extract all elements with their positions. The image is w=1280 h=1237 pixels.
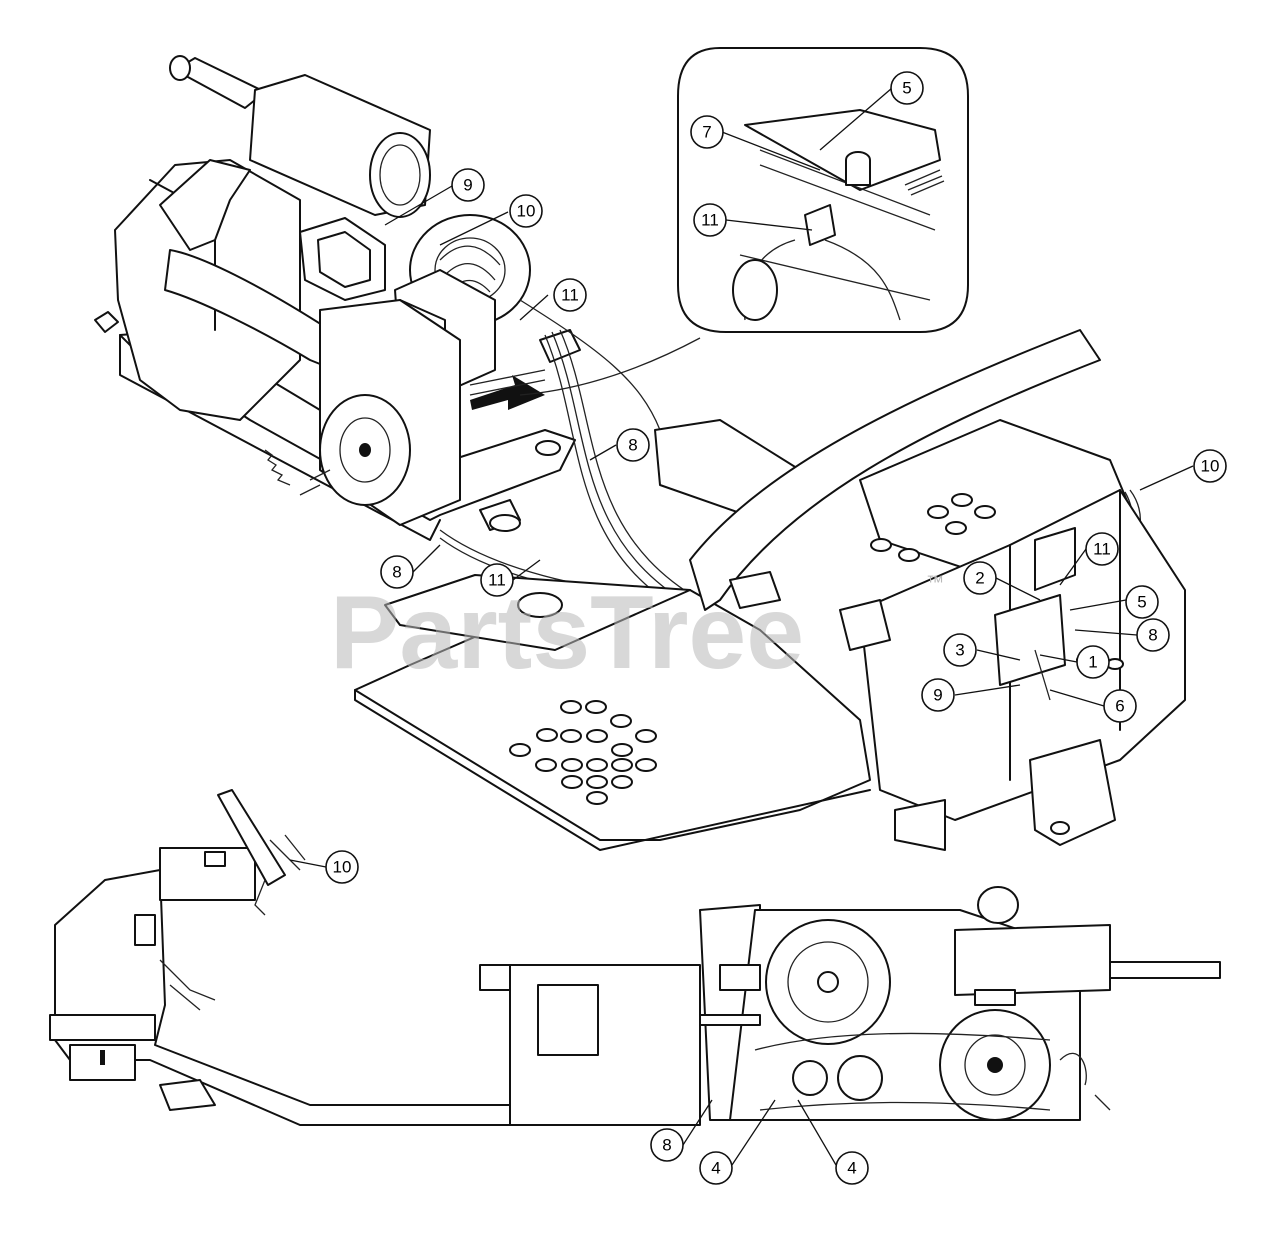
inset-detail [519,47,969,396]
callout-9-panel[interactable]: 9 [921,678,955,712]
callout-label: 5 [1137,593,1146,612]
callout-label: 9 [463,176,472,195]
callout-label: 8 [628,436,637,455]
side-view-assembly [49,789,1221,1126]
leader-lines [289,87,1194,1166]
callout-4-bottom-right[interactable]: 4 [835,1151,869,1185]
callout-label: 3 [955,641,964,660]
callout-10-right[interactable]: 10 [1193,449,1227,483]
callout-label: 9 [933,686,942,705]
callout-label: 8 [662,1136,671,1155]
callout-8-panel[interactable]: 8 [1136,618,1170,652]
floor-pan [354,574,871,851]
callout-11-inset[interactable]: 11 [693,203,727,237]
callout-label: 6 [1115,697,1124,716]
callout-2-panel[interactable]: 2 [963,561,997,595]
callout-label: 4 [711,1159,720,1178]
callout-label: 8 [1148,626,1157,645]
callout-8-left[interactable]: 8 [380,555,414,589]
callout-label: 5 [902,79,911,98]
callout-label: 10 [333,858,352,877]
callout-label: 11 [561,286,579,305]
callout-label: 11 [701,211,719,230]
callout-9-engine[interactable]: 9 [451,168,485,202]
callout-label: 4 [847,1159,856,1178]
callout-7-inset[interactable]: 7 [690,115,724,149]
callout-11-panel[interactable]: 11 [1085,532,1119,566]
callout-label: 8 [392,563,401,582]
callout-label: 11 [1093,540,1111,559]
callout-5-inset[interactable]: 5 [890,71,924,105]
callout-11-engine[interactable]: 11 [553,278,587,312]
callout-label: 1 [1088,653,1097,672]
watermark-trademark: ™ [926,572,944,592]
callout-8-upper[interactable]: 8 [616,428,650,462]
watermark-text: PartsTree [330,575,804,691]
engine-assembly [94,55,581,541]
callout-label: 10 [1201,457,1220,476]
frame-fender [654,329,1186,851]
callout-label: 11 [488,571,506,590]
floor-traction-holes [509,700,657,805]
callout-4-bottom-left[interactable]: 4 [699,1151,733,1185]
callout-label: 7 [702,123,711,142]
callout-3-panel[interactable]: 3 [943,633,977,667]
callout-11-left[interactable]: 11 [480,563,514,597]
callout-6-panel[interactable]: 6 [1103,689,1137,723]
callout-1-panel[interactable]: 1 [1076,645,1110,679]
callout-10-engine[interactable]: 10 [509,194,543,228]
watermark: PartsTree ™ [330,572,944,691]
callout-label: 10 [517,202,536,221]
callout-8-bottom[interactable]: 8 [650,1128,684,1162]
callout-label: 2 [975,569,984,588]
callout-5-panel[interactable]: 5 [1125,585,1159,619]
callout-10-side[interactable]: 10 [325,850,359,884]
